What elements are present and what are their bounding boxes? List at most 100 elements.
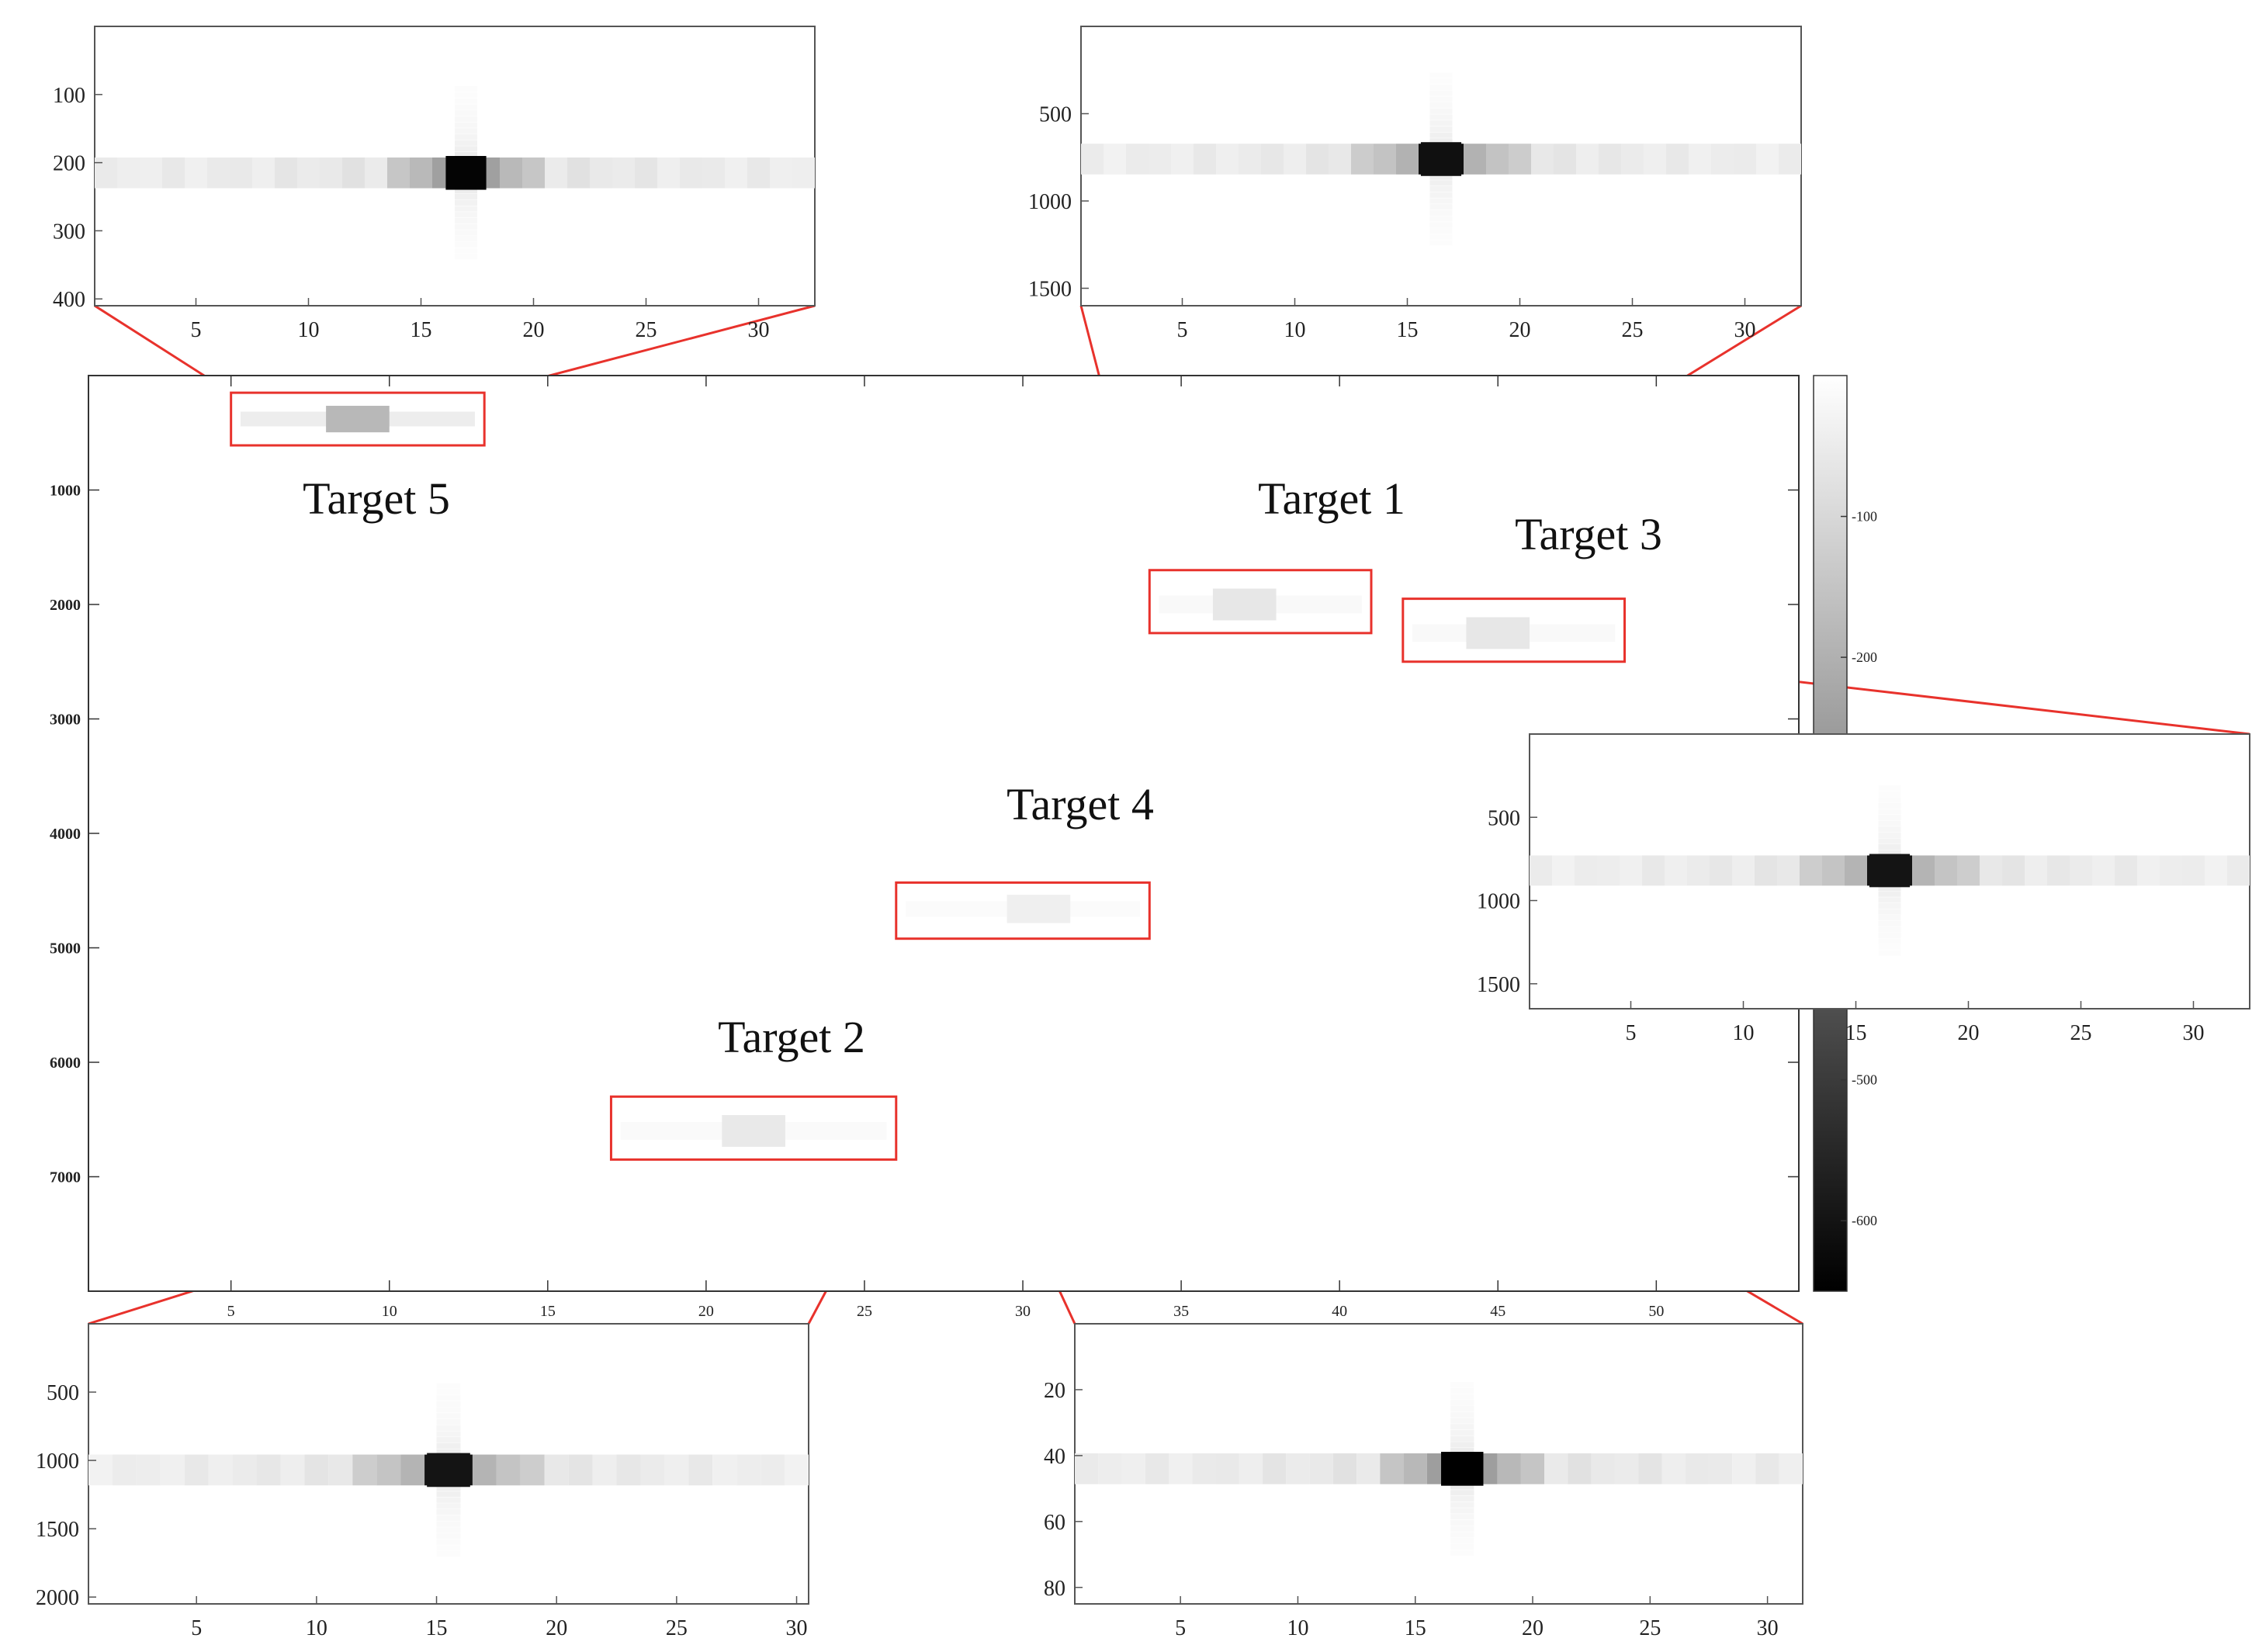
inset-cell xyxy=(1332,1453,1357,1484)
inset-cell xyxy=(275,157,297,189)
inset-y-tick-label: 20 xyxy=(1044,1379,1065,1403)
inset-sidelobe xyxy=(1450,1526,1474,1532)
inset-sidelobe xyxy=(455,152,477,158)
inset-cell xyxy=(2047,855,2070,886)
inset-x-tick-label: 30 xyxy=(786,1616,808,1640)
inset-cell xyxy=(342,157,365,189)
inset-sidelobe xyxy=(1429,227,1453,234)
target-label: Target 5 xyxy=(303,473,450,524)
inset-sidelobe xyxy=(1429,216,1453,222)
inset-cell xyxy=(1912,855,1935,886)
inset-cell xyxy=(320,157,342,189)
inset-sidelobe xyxy=(1429,84,1453,91)
inset-cell xyxy=(365,157,387,189)
signature-peak xyxy=(326,405,390,433)
inset-sidelobe xyxy=(436,1418,461,1425)
target-box xyxy=(230,391,486,447)
inset-cell xyxy=(712,1454,737,1486)
target-box xyxy=(609,1095,898,1161)
inset-cell xyxy=(1599,144,1621,175)
inset-cell xyxy=(1597,855,1620,886)
inset-cell xyxy=(1531,144,1554,175)
inset-cell xyxy=(2227,855,2250,886)
inset-sidelobe xyxy=(436,1389,461,1395)
inset-sidelobe xyxy=(1878,791,1901,797)
inset-sidelobe xyxy=(1878,909,1901,915)
inset-x-tick-label: 5 xyxy=(1175,1616,1186,1640)
inset-cell xyxy=(1779,1453,1803,1484)
inset-sidelobe xyxy=(1450,1519,1474,1526)
main-target-signature xyxy=(240,405,475,433)
inset-y-tick-label: 1500 xyxy=(1477,973,1520,997)
inset-sidelobe xyxy=(1878,785,1901,791)
inset-x-tick-label: 10 xyxy=(306,1616,327,1640)
inset-sidelobe xyxy=(455,188,477,194)
inset-sidelobe xyxy=(1450,1484,1474,1490)
inset-cell xyxy=(761,1454,785,1486)
inset-sidelobe xyxy=(1450,1495,1474,1502)
inset-cell xyxy=(136,1454,161,1486)
inset-sidelobe xyxy=(436,1413,461,1419)
inset-sidelobe xyxy=(1878,826,1901,833)
inset-sidelobe xyxy=(1878,838,1901,844)
inset-cell xyxy=(1104,144,1126,175)
inset-sidelobe xyxy=(1878,815,1901,821)
main-y-tick-label: 6000 xyxy=(50,1055,81,1072)
inset-sidelobe xyxy=(436,1407,461,1413)
inset-cell xyxy=(1194,144,1216,175)
colorbar-tick-label: -100 xyxy=(1852,509,1877,525)
inset-x-tick-label: 25 xyxy=(1639,1616,1661,1640)
colorbar-tick-label: -500 xyxy=(1852,1072,1877,1088)
inset-sidelobe xyxy=(436,1401,461,1407)
inset-cell xyxy=(1284,144,1306,175)
main-x-tick-label: 45 xyxy=(1490,1303,1505,1320)
target-box xyxy=(1148,569,1373,635)
inset-cell xyxy=(1486,144,1509,175)
inset-sidelobe xyxy=(1450,1490,1474,1496)
main-x-tick-label: 20 xyxy=(698,1303,714,1320)
inset-cell xyxy=(1509,144,1531,175)
inset-cell xyxy=(702,157,725,189)
inset-cell xyxy=(1306,144,1329,175)
inset-cell xyxy=(1215,1453,1239,1484)
inset-y-tick-label: 80 xyxy=(1044,1577,1065,1601)
inset-cell xyxy=(376,1454,401,1486)
main-y-tick-label: 1000 xyxy=(50,483,81,500)
inset-y-tick-label: 1500 xyxy=(36,1518,79,1542)
inset-sidelobe xyxy=(455,194,477,200)
inset-cell xyxy=(207,157,230,189)
inset-y-tick-label: 1500 xyxy=(1028,278,1072,302)
main-y-tick-label: 7000 xyxy=(50,1169,81,1186)
inset-cell xyxy=(1689,144,1711,175)
inset-cell xyxy=(736,1454,761,1486)
inset-cell xyxy=(500,157,522,189)
inset-y-tick-label: 100 xyxy=(53,84,85,108)
inset-cell xyxy=(635,157,657,189)
target-box xyxy=(895,881,1151,940)
inset-sidelobe xyxy=(1429,210,1453,216)
inset-sidelobe xyxy=(436,1449,461,1455)
inset-x-tick-label: 25 xyxy=(636,318,657,342)
inset-sidelobe xyxy=(1878,897,1901,903)
inset-cell xyxy=(1777,855,1800,886)
inset-sidelobe xyxy=(455,98,477,104)
inset-sidelobe xyxy=(1450,1543,1474,1550)
inset-cell xyxy=(680,157,702,189)
inset-sidelobe xyxy=(436,1508,461,1515)
inset-sidelobe xyxy=(1429,96,1453,102)
inset-cell xyxy=(2070,855,2092,886)
inset-y-tick-label: 500 xyxy=(1488,806,1520,830)
inset-sidelobe xyxy=(1878,902,1901,909)
inset-cell xyxy=(792,157,815,189)
inset-cell xyxy=(1568,1453,1592,1484)
inset-cell xyxy=(1711,144,1734,175)
main-x-tick-label: 35 xyxy=(1173,1303,1189,1320)
inset-sidelobe xyxy=(455,116,477,122)
inset-sidelobe xyxy=(436,1551,461,1557)
inset-cell xyxy=(2092,855,2115,886)
inset-cell xyxy=(140,157,162,189)
inset-y-tick-label: 60 xyxy=(1044,1511,1065,1535)
